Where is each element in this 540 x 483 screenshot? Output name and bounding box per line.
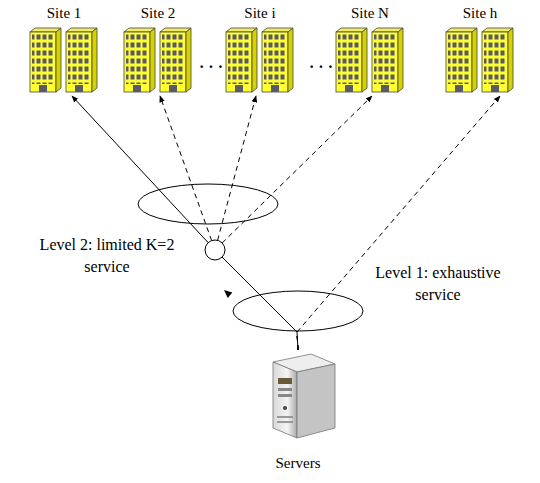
link-line [72,96,298,350]
flow-arrowhead [222,287,233,298]
link-line [215,96,372,350]
link-line [215,96,298,350]
server-graphic [255,350,341,442]
level-label: Level 1: exhaustive service [362,262,514,306]
server-icon: Servers [255,350,341,472]
site-label: Site h [442,4,518,24]
ellipsis-mark: · · · [306,56,336,78]
site-building: Site 2 [120,4,196,96]
level1-ring [233,291,363,331]
site-building: Site i [222,4,298,96]
building-icon [222,24,298,96]
link-line [297,96,500,350]
building-icon [442,24,518,96]
site-label: Site 1 [26,4,102,24]
building-icon [26,24,102,96]
building-icon [332,24,408,96]
site-label: Site 2 [120,4,196,24]
building-icon [120,24,196,96]
site-label: Site i [222,4,298,24]
site-building: Site 1 [26,4,102,96]
ellipsis-mark: · · · [196,56,226,78]
site-building: Site N [332,4,408,96]
server-label: Servers [255,454,341,472]
site-building: Site h [442,4,518,96]
level-label: Level 2: limited K=2 service [18,234,196,278]
site-label: Site N [332,4,408,24]
junction-circle [205,240,225,260]
